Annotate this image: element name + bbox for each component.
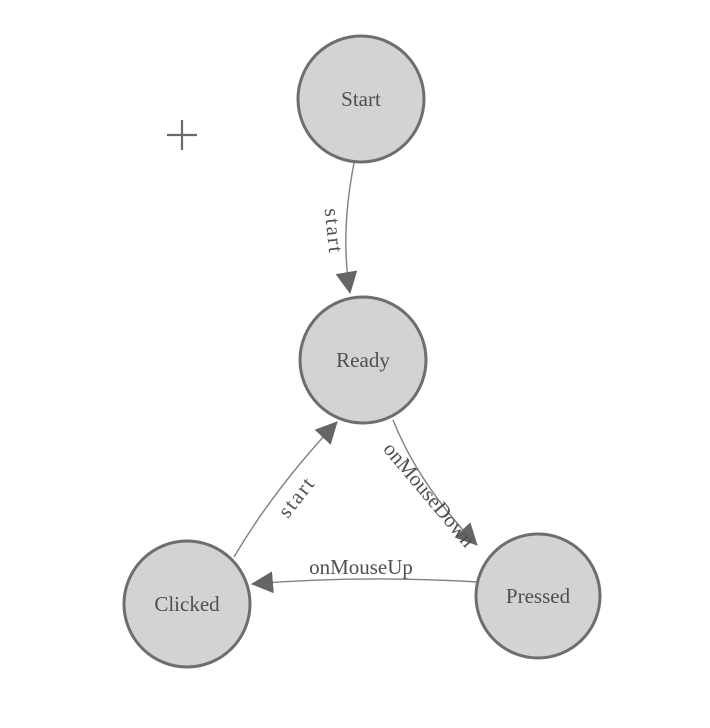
node-circle[interactable] [298,295,428,425]
edge-label: onMouseUp [309,555,413,579]
edge-line[interactable] [233,421,338,558]
node-clicked[interactable]: Clicked [122,539,252,669]
node-pressed[interactable]: Pressed [474,532,602,660]
plus-crosshair-lines [167,120,197,150]
node-circle[interactable] [122,539,252,669]
plus-crosshair-icon [167,120,197,150]
node-label: Clicked [154,592,220,616]
edge-line[interactable] [392,419,478,546]
node-label: Ready [336,348,390,372]
edge-label: start [320,207,349,255]
edge-label: start [273,471,320,522]
node-label: Start [341,87,381,111]
node-circle[interactable] [474,532,602,660]
node-start[interactable]: Start [296,34,426,164]
edge-line[interactable] [335,162,358,294]
node-label: Pressed [506,584,571,608]
edge-line[interactable] [251,571,479,594]
node-ready[interactable]: Ready [298,295,428,425]
edge-label: onMouseDown [379,437,481,552]
edge-start-to-ready[interactable]: start [320,162,358,294]
node-circle[interactable] [296,34,426,164]
edge-pressed-to-clicked[interactable]: onMouseUp [251,555,479,594]
edge-ready-to-pressed[interactable]: onMouseDown [379,419,481,552]
edge-clicked-to-ready[interactable]: start [233,421,338,558]
